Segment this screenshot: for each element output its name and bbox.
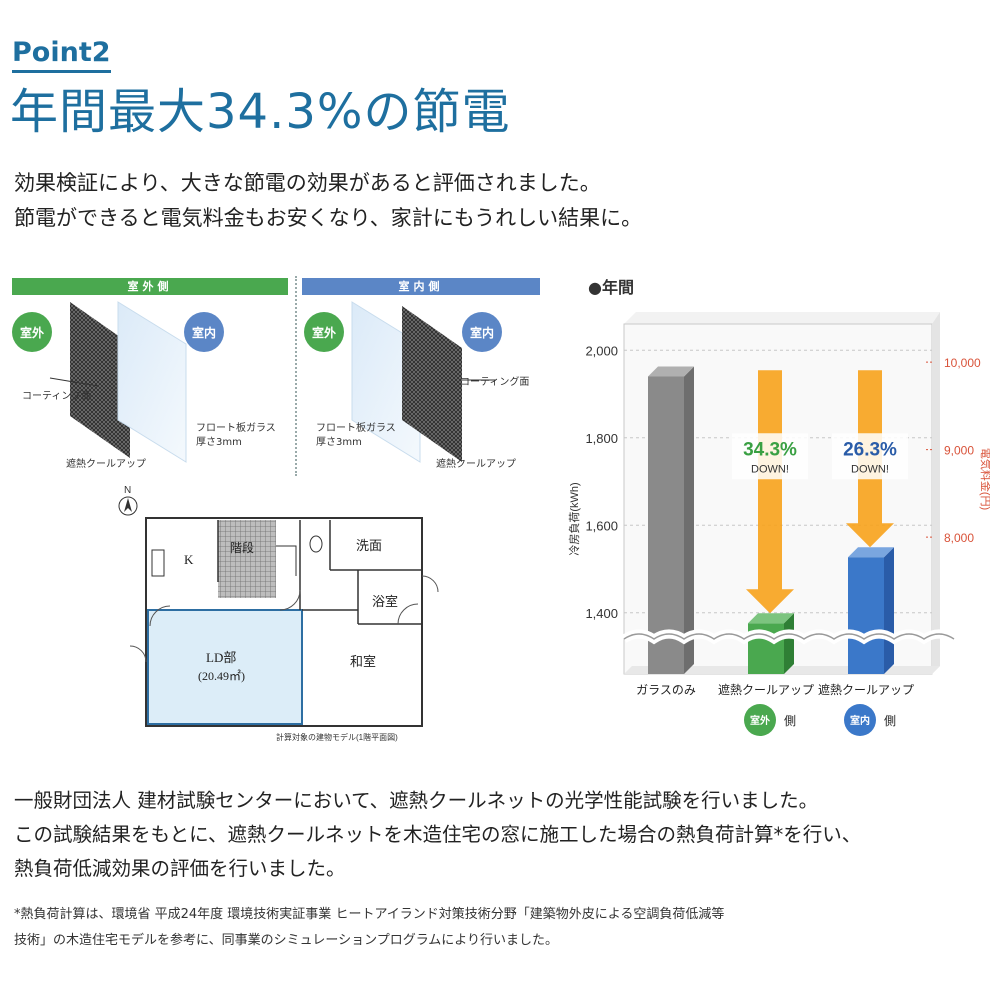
coating-mesh-outside xyxy=(70,302,130,458)
annotation-bg-0 xyxy=(732,433,808,480)
y-tick-label-0: 1,400 xyxy=(585,606,618,621)
point-label: Point2 xyxy=(12,38,111,73)
bar-top-1 xyxy=(748,613,794,624)
kitchen-label: K xyxy=(184,552,194,567)
ld-room-area xyxy=(147,609,303,725)
body-text-2: この試験結果をもとに、遮熱クールネットを木造住宅の窓に施工した場合の熱負荷計算*… xyxy=(14,823,862,846)
y-tick-label-1: 1,600 xyxy=(585,518,618,533)
chart-title: ●年間 xyxy=(588,278,634,297)
bar-side-1 xyxy=(784,613,794,674)
body-text-3: 熱負荷低減効果の評価を行いました。 xyxy=(14,857,346,880)
bar-side-0 xyxy=(684,366,694,674)
annotation-percent-0: 34.3% xyxy=(743,439,797,460)
kitchen-sink-icon xyxy=(151,549,165,577)
glass-diagram xyxy=(49,301,496,463)
category-label-2: 遮熱クールアップ xyxy=(818,682,914,697)
indoor-badge-right: 室内 xyxy=(462,312,502,352)
y-tick-label-3: 2,000 xyxy=(585,343,618,358)
coating-label-left: コーティング面 xyxy=(22,391,92,402)
outside-side-header: 室外側 xyxy=(12,278,288,295)
y2-tick-label-1: 9,000 xyxy=(944,444,974,458)
bar-top-0 xyxy=(648,366,694,377)
y2-axis-title: 電気料金(円) xyxy=(979,448,990,510)
annual-chart: 1,400 1,600 1,800 2,000 8,000 9,000 10,000 冷房負荷… xyxy=(568,312,990,736)
annotation-bg-1 xyxy=(832,433,908,480)
y2-tick-label-0: 8,000 xyxy=(944,531,974,545)
float-glass-label-right-1: フロート板ガラス xyxy=(316,423,396,434)
category-suffix-1: 側 xyxy=(784,714,796,728)
category-badge-label-1: 室外 xyxy=(750,714,770,727)
annotation-text-1: DOWN! xyxy=(851,463,889,475)
floor-plan: N K 階段 洗面 浴室 LD部 (20.49㎡) 和室 計算対象の建物モデル(… xyxy=(118,486,439,742)
category-suffix-2: 側 xyxy=(884,714,896,728)
footnote-2: 技術」の木造住宅モデルを参考に、同事業のシミュレーションプログラムにより行いまし… xyxy=(14,933,559,948)
floor-plan-caption: 計算対象の建物モデル(1階平面図) xyxy=(276,732,398,742)
float-glass-label-left-1: フロート板ガラス xyxy=(196,423,276,434)
y-axis-title: 冷房負荷(kWh) xyxy=(568,482,581,555)
stairs-label: 階段 xyxy=(230,540,254,555)
category-badge-label-2: 室内 xyxy=(850,714,870,727)
category-label-0: ガラスのみ xyxy=(636,683,696,697)
outdoor-badge-left: 室外 xyxy=(12,312,52,352)
annotation-percent-1: 26.3% xyxy=(843,439,897,460)
toilet-icon xyxy=(309,535,323,553)
indoor-badge-left: 室内 xyxy=(184,312,224,352)
coating-label-right: コーティング面 xyxy=(460,377,530,388)
float-glass-label-right-2: 厚さ3mm xyxy=(316,437,362,448)
y2-tick-label-2: 10,000 xyxy=(944,356,981,370)
category-badge-1 xyxy=(744,704,776,736)
footnote-1: *熱負荷計算は、環境省 平成24年度 環境技術実証事業 ヒートアイランド対策技術… xyxy=(14,907,725,922)
inside-side-header: 室内側 xyxy=(302,278,540,295)
chart-right-wall xyxy=(932,312,940,674)
bar-0 xyxy=(648,376,684,674)
axis-break-line xyxy=(623,633,955,640)
category-badge-2 xyxy=(844,704,876,736)
outdoor-badge-right: 室外 xyxy=(304,312,344,352)
lead-text-1: 効果検証により、大きな節電の効果があると評価されました。 xyxy=(14,171,601,195)
lead-text-2: 節電ができると電気料金もお安くなり、家計にもうれしい結果に。 xyxy=(14,206,643,230)
y-tick-label-2: 1,800 xyxy=(585,431,618,446)
north-arrow-icon xyxy=(118,496,138,516)
ld-room-area-label: (20.49㎡) xyxy=(198,669,245,683)
down-arrow-0 xyxy=(746,370,794,614)
cool-up-label-right: 遮熱クールアップ xyxy=(436,459,516,470)
chart-top-wall xyxy=(624,312,940,324)
category-label-1: 遮熱クールアップ xyxy=(718,682,814,697)
bar-2 xyxy=(848,557,884,674)
ld-room-label: LD部 xyxy=(206,650,236,665)
cool-up-label-left: 遮熱クールアップ xyxy=(66,459,146,470)
diagram-divider xyxy=(295,276,297,476)
body-text-1: 一般財団法人 建材試験センターにおいて、遮熱クールネットの光学性能試験を行いまし… xyxy=(14,789,819,812)
annotation-text-0: DOWN! xyxy=(751,463,789,475)
float-glass-left xyxy=(117,301,187,463)
north-label: N xyxy=(124,486,131,496)
headline: 年間最大34.3%の節電 xyxy=(10,84,511,140)
washroom-label: 洗面 xyxy=(356,538,382,553)
bathroom-label: 浴室 xyxy=(372,594,398,609)
japanese-room-label: 和室 xyxy=(350,654,376,669)
coating-mesh-inside xyxy=(402,306,462,462)
bar-side-2 xyxy=(884,547,894,674)
stairs-area xyxy=(218,520,276,598)
float-glass-label-left-2: 厚さ3mm xyxy=(196,437,242,448)
bar-top-2 xyxy=(848,547,894,558)
